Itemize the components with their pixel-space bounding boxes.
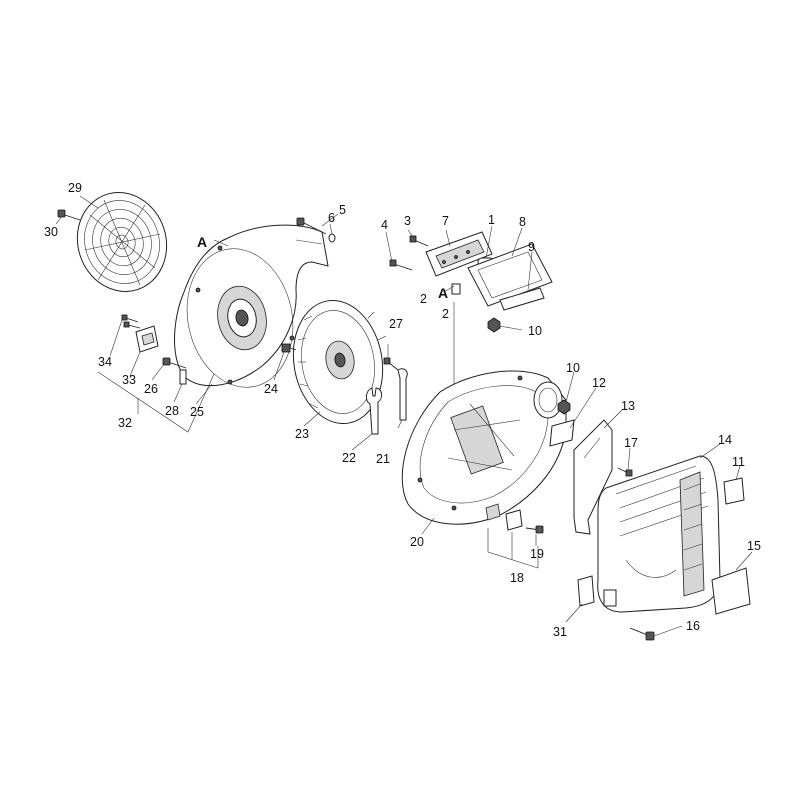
clamp-screw (525, 525, 544, 534)
part-label-21: 21 (376, 452, 390, 466)
wrench-tool-22 (365, 387, 383, 435)
fan-impeller (292, 299, 387, 425)
hex-nut-lower (557, 399, 571, 415)
spacer-2 (451, 283, 461, 295)
part-label-11: 11 (732, 455, 745, 469)
part-label-33: 33 (122, 373, 136, 387)
part-label-32: 32 (118, 416, 132, 430)
case-clip (179, 369, 187, 385)
part-label-26: 26 (144, 382, 158, 396)
part-label-10-lower: 10 (566, 361, 580, 375)
part-label-12: 12 (592, 376, 606, 390)
cover-screw-3 (409, 235, 429, 247)
warning-label-9 (499, 287, 545, 311)
part-label-2-lower: 2 (442, 307, 449, 321)
part-label-14: 14 (718, 433, 732, 447)
case-screw-27 (383, 357, 399, 371)
fan-case (174, 224, 329, 388)
wrench-tool-21 (397, 368, 408, 421)
part-label-27: 27 (389, 317, 403, 331)
part-label-9: 9 (528, 240, 535, 254)
part-label-25: 25 (190, 405, 204, 419)
ref-letter-a-housing: A (438, 285, 448, 301)
muffler-bolt (629, 627, 655, 641)
part-label-10-upper: 10 (528, 324, 542, 338)
part-label-2-upper: 2 (420, 292, 427, 306)
intake-guard-grille (76, 192, 168, 292)
part-label-23: 23 (295, 427, 309, 441)
shield-bolt-17 (617, 467, 633, 477)
bracket-bolt (162, 357, 187, 369)
throttle-clamp (485, 503, 523, 531)
part-label-6: 6 (328, 211, 335, 225)
part-label-17: 17 (624, 436, 638, 450)
cover-screw-4 (389, 259, 413, 271)
part-label-30: 30 (44, 225, 58, 239)
part-label-34: 34 (98, 355, 112, 369)
part-label-13: 13 (621, 399, 635, 413)
bolt-washer (328, 233, 336, 243)
label-31 (577, 575, 595, 607)
ref-letter-a-case: A (197, 234, 207, 250)
part-label-22: 22 (342, 451, 356, 465)
part-label-1: 1 (488, 213, 495, 227)
heat-shield (573, 419, 613, 535)
part-label-5: 5 (339, 203, 346, 217)
part-label-24: 24 (264, 382, 278, 396)
part-label-28: 28 (165, 404, 179, 418)
bracket-screws (121, 314, 141, 329)
impeller-nut (281, 343, 297, 353)
part-label-19: 19 (530, 547, 544, 561)
handle-bracket (135, 325, 159, 353)
leader-lines (55, 195, 753, 637)
part-label-29: 29 (68, 181, 82, 195)
grille-screw (57, 209, 81, 221)
part-label-31: 31 (553, 625, 567, 639)
part-label-18: 18 (510, 571, 524, 585)
part-label-8: 8 (519, 215, 526, 229)
top-cover-plate (425, 231, 493, 277)
part-label-3: 3 (404, 214, 411, 228)
part-label-15: 15 (747, 539, 761, 553)
case-bolt (296, 217, 327, 235)
part-label-16: 16 (686, 619, 700, 633)
blower-housing (401, 370, 567, 525)
label-11 (723, 477, 745, 505)
part-label-20: 20 (410, 535, 424, 549)
muffler-cover (597, 455, 721, 613)
gasket-12 (549, 419, 575, 447)
part-label-7: 7 (442, 214, 449, 228)
hex-nut-upper (487, 317, 501, 333)
label-15 (711, 567, 751, 615)
part-label-4: 4 (381, 218, 388, 232)
